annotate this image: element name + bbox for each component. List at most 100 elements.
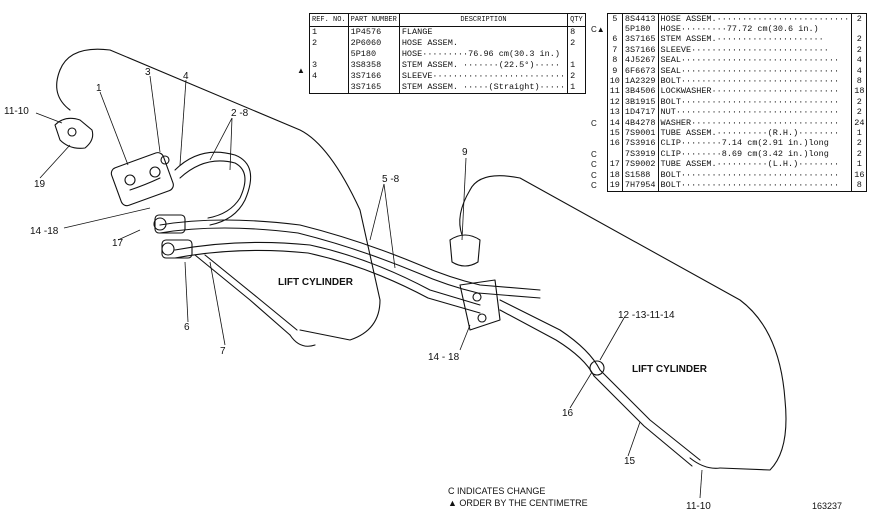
cell-ref bbox=[309, 82, 349, 94]
cell-part: 1A2329 bbox=[621, 76, 659, 87]
cell-desc: WASHER····························· bbox=[657, 117, 852, 129]
cell-desc: STEM ASSEM. ·····(Straight)····· bbox=[398, 82, 569, 94]
table-row: C▲5P180 HOSE·········77.72 cm(30.6 in.) bbox=[589, 24, 868, 35]
change-flag bbox=[589, 97, 607, 107]
cell-qty: 18 bbox=[851, 86, 868, 98]
cell-qty: 1 bbox=[567, 82, 586, 94]
callout-16: 16 bbox=[562, 408, 574, 419]
cell-qty: 16 bbox=[851, 169, 868, 181]
change-flag bbox=[589, 76, 607, 86]
cell-ref bbox=[309, 49, 349, 60]
cell-qty: 4 bbox=[851, 65, 868, 77]
change-flag: C bbox=[591, 118, 597, 128]
callout-4: 4 bbox=[183, 71, 189, 82]
cell-qty: 4 bbox=[851, 55, 868, 66]
cell-ref: 12 bbox=[606, 97, 623, 108]
cell-qty: 1 bbox=[851, 159, 868, 170]
cell-desc: LOCKWASHER························· bbox=[657, 86, 852, 98]
cell-part: S1588 bbox=[621, 169, 659, 181]
cell-ref: 19 bbox=[606, 180, 623, 192]
cell-desc: TUBE ASSEM.··········(L.H.)········ bbox=[657, 159, 852, 170]
change-flag: C bbox=[591, 170, 597, 180]
header-desc: DESCRIPTION bbox=[398, 13, 569, 27]
change-flag bbox=[589, 14, 607, 25]
cell-part: 7S3916 bbox=[621, 138, 659, 150]
tube-assembly-17 bbox=[194, 254, 291, 336]
change-flag bbox=[589, 108, 607, 118]
note-c-indicates-change: C INDICATES CHANGE bbox=[448, 486, 545, 496]
cell-part: 5P180 bbox=[621, 24, 659, 35]
callout-3: 3 bbox=[145, 67, 151, 78]
cell-part: 3S7166 bbox=[621, 45, 659, 56]
callout-17: 17 bbox=[112, 238, 124, 249]
change-flag bbox=[589, 87, 607, 97]
tube-pair-lower bbox=[174, 241, 481, 306]
cell-desc: TUBE ASSEM.··········(R.H.)········ bbox=[657, 128, 852, 139]
callout-1: 1 bbox=[96, 83, 102, 94]
callout-14-18-left: 14 -18 bbox=[30, 226, 59, 237]
change-flag: C bbox=[591, 160, 597, 170]
cell-part: 2P6060 bbox=[347, 38, 400, 49]
callout-6: 6 bbox=[184, 322, 190, 333]
cell-desc: CLIP········7.14 cm(2.91 in.)long bbox=[657, 138, 852, 150]
cell-qty: 24 bbox=[851, 117, 868, 129]
left-cylinder-body bbox=[59, 48, 381, 341]
cell-qty: 2 bbox=[567, 38, 586, 49]
cell-desc: NUT································ bbox=[657, 107, 852, 118]
cell-qty: 2 bbox=[851, 107, 868, 118]
cell-qty: 8 bbox=[851, 180, 868, 192]
cell-part: 3B4506 bbox=[621, 86, 659, 98]
table-row: 4 3S7166 SLEEVE·························… bbox=[309, 71, 586, 82]
order-by-cm-marker: ▲ bbox=[297, 66, 305, 75]
table-row: 3S7165 STEM ASSEM. ·····(Straight)····· … bbox=[309, 82, 586, 94]
callout-19: 19 bbox=[34, 179, 46, 190]
change-flag bbox=[589, 128, 607, 138]
cell-part: 1P4576 bbox=[347, 26, 400, 38]
tube-pair-upper bbox=[159, 219, 541, 291]
cell-desc: SEAL······························· bbox=[657, 55, 852, 66]
cell-ref: 7 bbox=[606, 45, 623, 56]
cell-desc: SLEEVE·························· bbox=[398, 71, 569, 82]
cell-desc: BOLT······························· bbox=[657, 169, 852, 181]
cell-desc: HOSE ASSEM. bbox=[398, 38, 569, 49]
cell-desc: STEM ASSEM.····················· bbox=[657, 34, 852, 46]
cell-desc: HOSE·········77.72 cm(30.6 in.) bbox=[657, 24, 852, 35]
cell-part: 3B1915 bbox=[621, 97, 659, 108]
cell-ref: 14 bbox=[606, 117, 623, 129]
cell-qty: 1 bbox=[567, 60, 586, 71]
parts-table-left: REF. NO. PART NUMBER DESCRIPTION QTY 1 1… bbox=[309, 13, 586, 94]
cell-part: 3S7166 bbox=[347, 71, 400, 82]
flange-block-top bbox=[110, 152, 174, 207]
cell-desc: SLEEVE··························· bbox=[657, 45, 852, 56]
table-row: 2 2P6060 HOSE ASSEM. 2 bbox=[309, 38, 586, 49]
hose-assembly-upper bbox=[174, 151, 252, 226]
cell-ref bbox=[606, 149, 623, 160]
cell-ref: 6 bbox=[606, 34, 623, 46]
clip-16 bbox=[589, 360, 605, 376]
cell-desc: FLANGE bbox=[398, 26, 569, 38]
callout-2-8: 2 -8 bbox=[231, 108, 249, 119]
right-cylinder-body bbox=[469, 175, 787, 471]
cell-ref: 4 bbox=[309, 71, 349, 82]
callout-5-8: 5 -8 bbox=[382, 174, 400, 185]
cell-ref: 1 bbox=[309, 26, 349, 38]
cell-part: 7S9002 bbox=[621, 159, 659, 170]
cell-desc: HOSE ASSEM.·························· bbox=[657, 13, 852, 25]
change-flag: C bbox=[591, 181, 597, 191]
table-row: 3 3S8358 STEM ASSEM. ·······(22.5°)·····… bbox=[309, 60, 586, 71]
cell-qty: 8 bbox=[851, 76, 868, 87]
change-flag bbox=[589, 45, 607, 55]
cell-ref: 2 bbox=[309, 38, 349, 49]
header-part: PART NUMBER bbox=[347, 13, 400, 27]
table-row: 5P180 HOSE·········76.96 cm(30.3 in.) bbox=[309, 49, 586, 60]
